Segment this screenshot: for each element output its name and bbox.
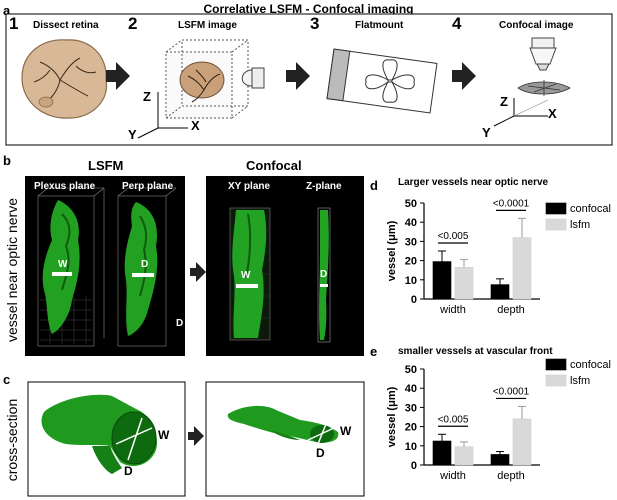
chart-e-panel-letter: e <box>370 344 377 359</box>
chart-e-bar-lsfm-depth <box>512 418 532 466</box>
chart-e-legend-swatch-confocal <box>545 358 567 371</box>
chart-e-y-label: vessel (μm) <box>386 386 398 447</box>
confocal-microscope <box>493 37 571 127</box>
chart-d-y-label: vessel (μm) <box>386 220 398 281</box>
lsfm-cube <box>137 39 265 139</box>
left-cross-d: D <box>124 464 133 478</box>
chart-e-y-tick-label: 20 <box>405 422 417 434</box>
xy-plane-label: XY plane <box>228 181 271 192</box>
step-1-number: 1 <box>9 14 19 33</box>
step-2-label: LSFM image <box>178 20 237 31</box>
flatmount-slide <box>326 48 438 114</box>
step-3-label: Flatmount <box>355 20 404 31</box>
chart-d-title: Larger vessels near optic nerve <box>398 177 549 188</box>
chart-d-significance-label: <0.0001 <box>493 198 530 209</box>
panel-a-illustration <box>5 13 613 146</box>
confocal-title: Confocal <box>246 158 302 173</box>
chart-d-legend-swatch-confocal <box>545 202 567 215</box>
step-3-number: 3 <box>310 14 320 33</box>
chart-d-legend-swatch-lsfm <box>545 218 567 231</box>
chart-e-legend-label-lsfm: lsfm <box>570 375 590 387</box>
chart-e-bar-lsfm-width <box>454 446 474 466</box>
confocal-axis-z: Z <box>500 94 508 109</box>
left-cross-w: W <box>158 428 170 442</box>
chart-d-x-tick-label: width <box>439 304 466 316</box>
plexus-plane-label: Plexus plane <box>34 181 96 192</box>
panel-a-letter: a <box>3 3 11 18</box>
chart-d-panel-letter: d <box>370 178 378 193</box>
z-plane-label: Z-plane <box>306 181 342 192</box>
perp-d-marker: D <box>141 259 149 270</box>
chart-d-y-tick-label: 0 <box>411 294 417 306</box>
step-4-number: 4 <box>452 14 462 33</box>
xy-w-marker: W <box>241 270 251 281</box>
step-1-label: Dissect retina <box>33 20 99 31</box>
right-cross-d: D <box>316 446 325 460</box>
chart-d-bar-confocal-width <box>432 261 452 300</box>
chart-d-y-tick-label: 20 <box>405 256 417 268</box>
chart-e-y-tick-label: 30 <box>405 402 417 414</box>
chart-e-y-tick-label: 50 <box>405 364 417 376</box>
lsfm-title: LSFM <box>88 158 124 173</box>
chart-d-bar-lsfm-width <box>454 267 474 300</box>
step-arrow <box>106 62 130 90</box>
chart-e-y-tick-label: 40 <box>405 383 417 395</box>
figure-title: Correlative LSFM - Confocal imaging <box>203 2 414 16</box>
chart-e-y-tick-label: 0 <box>411 460 417 472</box>
perp-corner-d: D <box>176 318 184 329</box>
chart-d-x-tick-label: depth <box>497 304 525 316</box>
plexus-w-marker: W <box>58 259 68 270</box>
panel-b-letter: b <box>3 153 11 168</box>
z-d-marker: D <box>320 269 328 280</box>
chart-e-legend-label-confocal: confocal <box>570 359 611 371</box>
chart-d-y-tick-label: 50 <box>405 198 417 210</box>
chart-e-bar-confocal-width <box>432 440 452 466</box>
chart-d-legend-label-confocal: confocal <box>570 203 611 215</box>
chart-d-bar-lsfm-depth <box>512 237 532 300</box>
chart-d-y-tick-label: 30 <box>405 236 417 248</box>
chart-e-x-tick-label: width <box>439 470 466 482</box>
panel-c-letter: c <box>3 372 11 387</box>
perp-plane-label: Perp plane <box>122 181 174 192</box>
chart-e-significance-label: <0.005 <box>438 414 469 425</box>
chart-e-bar-confocal-depth <box>490 454 510 466</box>
lsfm-axis-y: Y <box>128 127 137 142</box>
chart-e-y-tick-label: 10 <box>405 441 417 453</box>
chart-d-significance-label: <0.005 <box>438 231 469 242</box>
confocal-axis-y: Y <box>482 125 491 140</box>
chart-e-legend-swatch-lsfm <box>545 374 567 387</box>
chart-e-significance-label: <0.0001 <box>493 386 530 397</box>
right-cross-w: W <box>340 424 352 438</box>
lsfm-axis-x: X <box>191 118 200 133</box>
step-4-label: Confocal image <box>499 20 574 31</box>
lsfm-axis-z: Z <box>143 89 151 104</box>
step-2-number: 2 <box>128 14 138 33</box>
step-arrow <box>286 62 310 90</box>
chart-d-y-tick-label: 10 <box>405 275 417 287</box>
chart-e-title: smaller vessels at vascular front <box>398 346 553 357</box>
retina-illustration <box>21 39 108 119</box>
confocal-axis-x: X <box>548 106 557 121</box>
step-arrow <box>452 62 476 90</box>
chart-d-y-tick-label: 40 <box>405 217 417 229</box>
chart-e-x-tick-label: depth <box>497 470 525 482</box>
chart-d-bar-confocal-depth <box>490 284 510 300</box>
chart-d-legend-label-lsfm: lsfm <box>570 219 590 231</box>
